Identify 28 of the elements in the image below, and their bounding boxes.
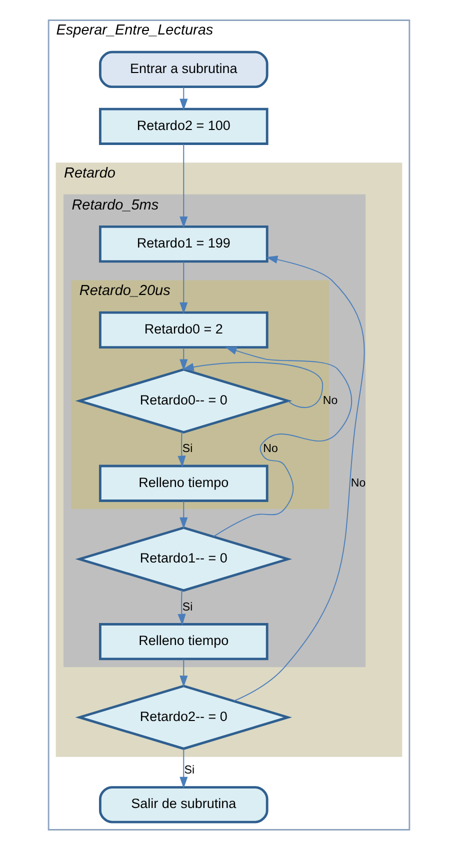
edge-label: Si (182, 601, 193, 614)
node-box: Retardo0 = 2 (99, 311, 268, 349)
edge-label: No (263, 443, 278, 456)
edge-label: No (322, 394, 338, 407)
node-box: Retardo1 = 199 (99, 226, 268, 263)
edge-label: No (350, 477, 366, 490)
arrow (234, 256, 365, 702)
arrow (180, 86, 188, 110)
arrow (180, 261, 188, 314)
arrow (182, 362, 324, 408)
node-box: Salir de subrutina (99, 786, 268, 824)
arrow (180, 500, 188, 529)
edge-label: Si (184, 764, 195, 776)
node-box: Relleno tiempo (99, 464, 268, 502)
node-box: Relleno tiempo (99, 623, 268, 660)
node-box: Entrar a subrutina (99, 50, 268, 88)
edge-label: Si (182, 443, 193, 456)
arrow (180, 658, 188, 688)
node-box: Retardo2 = 100 (99, 108, 268, 145)
node-diamond: Retardo1-- = 0 (75, 526, 292, 592)
arrow (212, 346, 352, 538)
node-diamond: Retardo2-- = 0 (75, 684, 292, 750)
arrow (178, 590, 186, 626)
arrow (180, 143, 188, 228)
arrow (180, 347, 188, 371)
arrow (178, 431, 186, 468)
node-diamond: Retardo0-- = 0 (75, 368, 292, 434)
arrow (180, 748, 188, 789)
